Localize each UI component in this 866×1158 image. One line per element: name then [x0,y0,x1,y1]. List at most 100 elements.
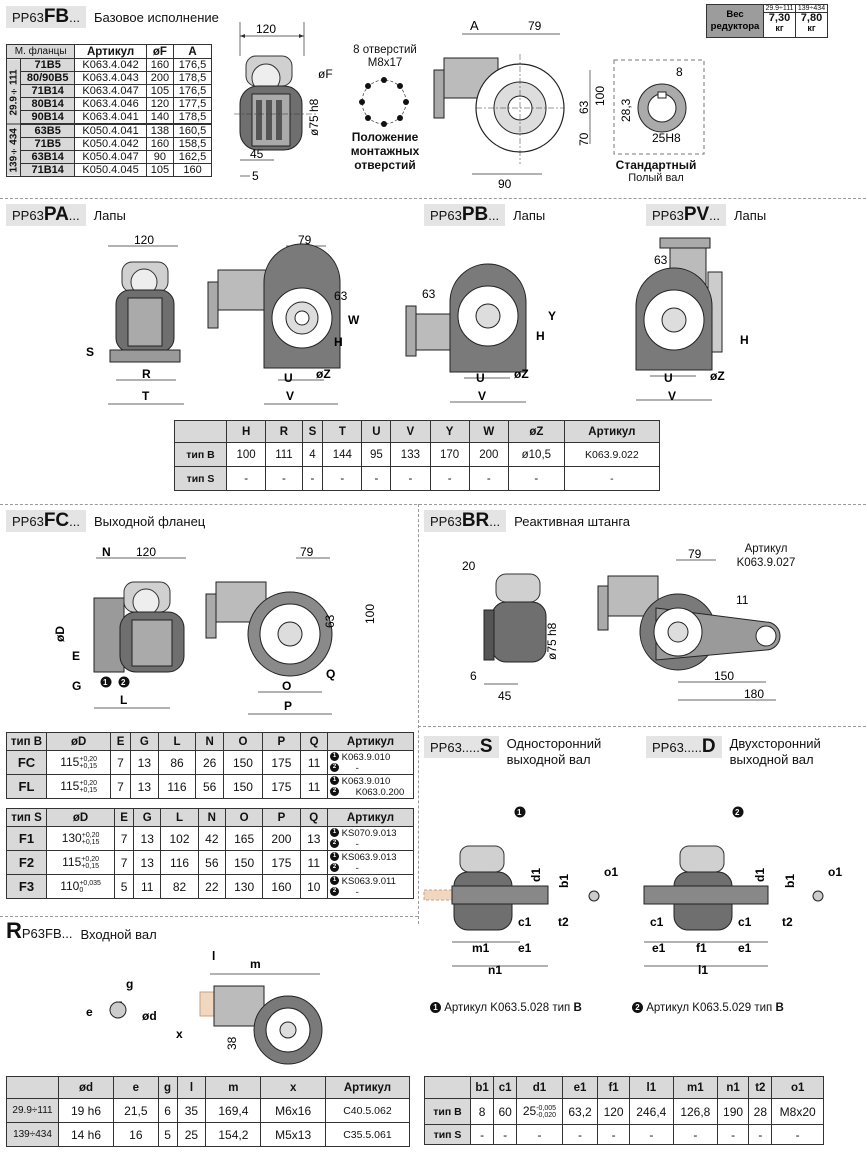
fc-article-1: K063.9.010 [341,751,391,763]
pv-drawing: 63 H U øZ V [635,237,749,403]
shaft-th: o1 [771,1076,824,1099]
r-dim-d: ød [142,1009,157,1023]
d-dim-c1-left: c1 [650,915,664,929]
holes-caption: Положение монтажных отверстий [350,130,420,172]
fc-cell: 11 [299,850,329,875]
shaft-th: n1 [716,1076,750,1099]
fc-dim-O: O [282,679,291,693]
fb-dim-45: 45 [250,147,264,161]
r-cell: C40.5.062 [324,1098,411,1123]
feet-th-R: R [265,420,303,443]
feet-th-Z: øZ [507,420,565,443]
fc-article-2: - [355,862,359,874]
br-dim-150: 150 [714,669,734,683]
shaft-th: d1 [516,1076,563,1099]
r-th: ød [57,1076,115,1099]
r-dim-m: m [250,957,261,971]
pb-dim-H: H [536,329,545,343]
shaft-tol-upper: -0,005 [536,1104,557,1112]
fc-dim-120: 120 [136,545,156,559]
fc-row-label: F3 [6,874,47,899]
fc-dim-63: 63 [323,614,337,628]
shaft-th: e1 [561,1076,599,1099]
fb-cell-a: 160 [173,163,212,177]
feet-cell: - [361,466,392,491]
weight-value-1: 7,30 [768,12,791,24]
fb-cell-flange: 63B5 [19,123,76,138]
fc-tol-upper: +0,20 [79,755,98,763]
br-dim-11: 11 [736,593,749,607]
br-dim-79: 79 [688,547,702,561]
r-cell: C35.5.061 [324,1122,411,1147]
fc-th: E [114,808,135,827]
fb-cell-a: 176,5 [173,84,212,98]
fb-title: Базовое исполнение [93,10,219,25]
feet-cell: 100 [225,442,267,467]
fb-dim-8: 8 [676,65,683,79]
shaft-cell: - [469,1124,495,1145]
fb-cell-a: 162,5 [173,150,212,164]
br-article: Артикул K063.9.027 [726,542,806,570]
fc-cell-d: 115+0,20+0,15 [45,850,116,875]
shaft-cell: - [561,1124,599,1145]
fc-cell-d: 115+0,20+0,15 [45,774,112,799]
fc-cell: 11 [300,750,328,775]
fb-cell-flange: 63B14 [19,150,76,164]
pv-tag: PP63PV... [646,204,727,226]
fc-tol-upper: +0,20 [79,779,98,787]
fc-cell: 86 [157,750,197,775]
br-dim-180: 180 [744,687,764,701]
shaft-cell: 28 [748,1098,773,1125]
r-dim-38: 38 [225,1036,239,1050]
fb-cell-article: K063.4.043 [74,71,147,85]
r-cell: 21,5 [113,1098,159,1123]
s-shaft-drawing: 1 d1 b1 o1 t2 c1 m1 e1 n1 [423,806,618,977]
fb-cell-article: K050.4.047 [74,150,147,164]
fc-d-value: 115 [62,855,82,870]
fb-side-drawing: 120 øF ø75 h8 45 5 [234,22,333,183]
fc-cell: 200 [262,826,301,851]
weight-unit-2: кг [807,23,816,33]
fc-tol-upper: +0,20 [81,831,100,839]
fc-cell: 160 [262,874,301,899]
svg-text:2: 2 [735,808,740,817]
fc-th: L [157,732,197,751]
pv-dim-U: U [664,371,673,385]
fc-cell: 11 [300,774,328,799]
r-th: x [260,1076,326,1099]
pb-drawing: 63 Y H U øZ V [405,263,556,403]
shaft-cell: - [597,1124,630,1145]
fb-dim-79: 79 [528,19,542,33]
fb-cell-f: 140 [145,110,175,125]
fc-dim-79: 79 [300,545,314,559]
shaft-th: t2 [748,1076,773,1099]
fb-cell-a: 178,5 [173,71,212,85]
fc-th: Артикул [327,732,414,751]
svg-text:1: 1 [517,808,522,817]
fc-cell: 11 [133,874,162,899]
fc-article-2: K063.0.200 [355,786,405,798]
feet-cell: ø10,5 [507,442,565,467]
feet-row-s: тип S---------- [174,466,661,491]
fc-cell: 116 [157,774,197,799]
feet-cell: 111 [265,442,303,467]
fc-th: P [261,732,302,751]
r-cell: M6x16 [260,1098,326,1123]
fc-th: øD [45,808,116,827]
shaft-th: b1 [469,1076,495,1099]
shaft-th-empty [424,1076,471,1099]
shaft-cell: - [516,1124,563,1145]
fc-tol-lower: +0,15 [81,862,99,870]
pa-dim-63: 63 [334,289,348,303]
pa-side-drawing: 120 S R T [86,233,184,405]
pv-dim-H: H [740,333,749,347]
fb-cell-f: 138 [145,123,175,138]
feet-cell: - [468,466,509,491]
